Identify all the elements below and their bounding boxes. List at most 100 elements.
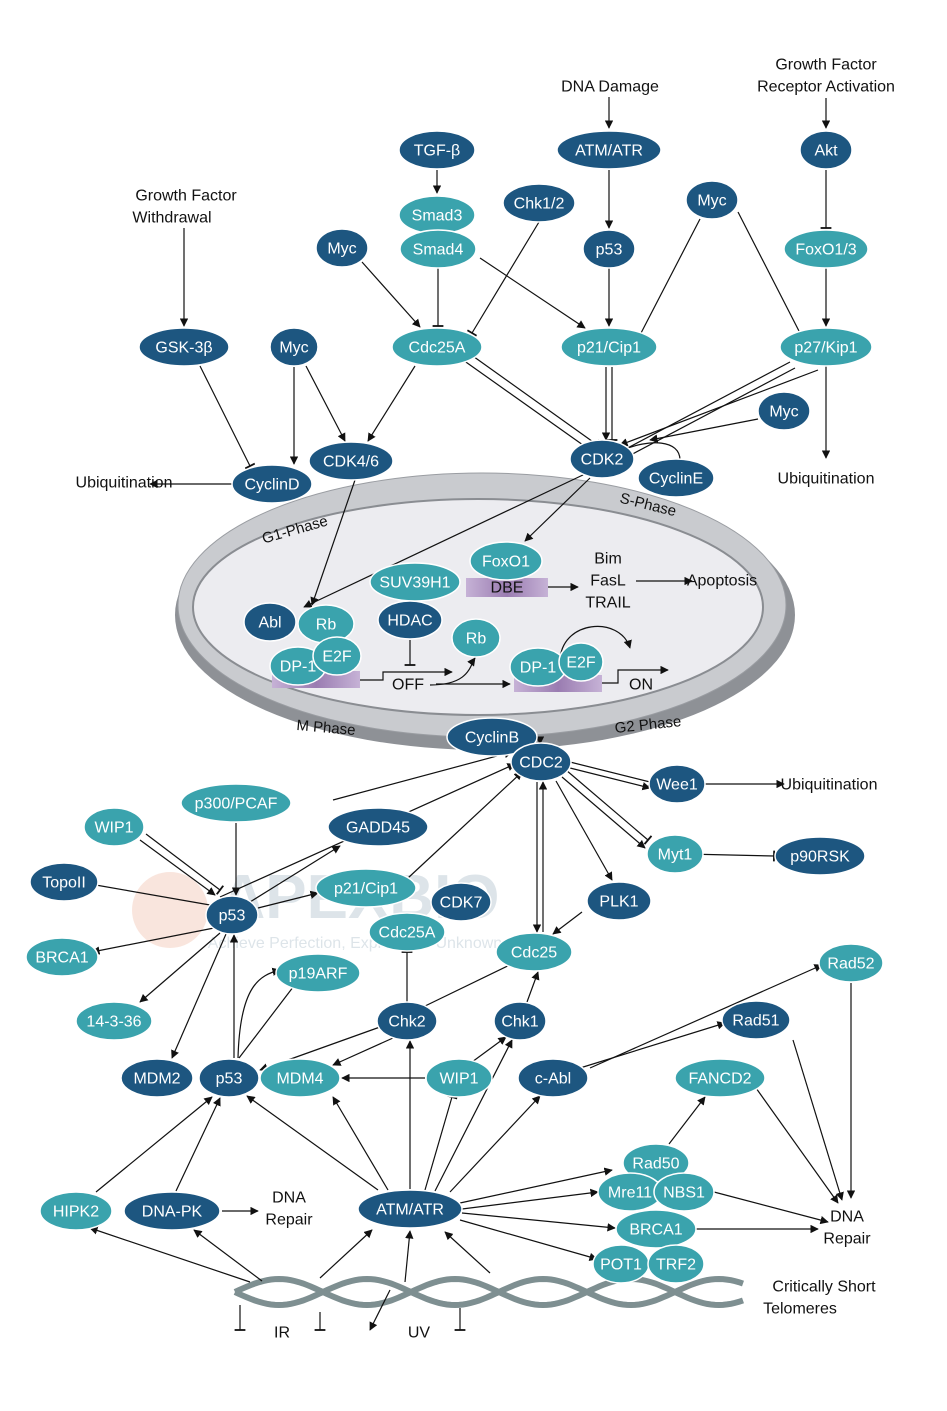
node-shape: [493, 1001, 547, 1041]
node-shape: [75, 1001, 153, 1041]
node-shape: [451, 618, 501, 658]
node-shape: [120, 1058, 194, 1098]
node-hdac: HDAC: [377, 600, 443, 640]
node-p21-cip1: p21/Cip1: [315, 868, 417, 908]
node-label: Myc: [769, 404, 798, 421]
promoter-flag: [360, 667, 453, 681]
node-shape: [637, 458, 715, 498]
dna-repair-2-line2: Repair: [823, 1231, 871, 1248]
node-e2f: E2F: [312, 636, 362, 676]
g2-phase-label: G2 Phase: [614, 713, 682, 737]
node-brca1: BRCA1: [615, 1209, 697, 1249]
node-p53: p53: [198, 1058, 260, 1098]
node-cdk2: CDK2: [569, 439, 635, 479]
node-label: FANCD2: [688, 1071, 751, 1088]
edge: [407, 771, 523, 879]
edge: [569, 767, 651, 791]
node-label: c-Abl: [535, 1071, 571, 1088]
node-pot1: POT1: [592, 1244, 650, 1284]
node-gsk-3: GSK-3β: [138, 327, 230, 367]
edge: [332, 749, 513, 801]
node-p90rsk: p90RSK: [774, 836, 866, 876]
dna-repair-2-line1: DNA: [830, 1209, 864, 1226]
node-chk1-2: Chk1/2: [502, 183, 576, 223]
node-smad3: Smad3: [398, 195, 476, 235]
node-shape: [779, 327, 873, 367]
edge: [193, 1229, 263, 1282]
node-e2f: E2F: [558, 642, 604, 682]
node-shape: [138, 327, 230, 367]
node-label: Wee1: [656, 777, 698, 794]
node-label: ATM/ATR: [575, 143, 643, 160]
node-wip1: WIP1: [83, 807, 145, 847]
edge: [310, 479, 356, 606]
node-p53: p53: [582, 229, 636, 269]
node-cdc25a: Cdc25A: [368, 912, 446, 952]
node-label: FoxO1/3: [795, 242, 856, 259]
node-label: Akt: [814, 143, 838, 160]
node-label: CDK4/6: [323, 454, 379, 471]
node-dp-1: DP-1: [509, 647, 567, 687]
dna-damage-label: DNA Damage: [561, 79, 659, 96]
node-shape: [774, 836, 866, 876]
edge: [552, 911, 583, 935]
node-label: MDM2: [133, 1071, 180, 1088]
node-cdc25a: Cdc25A: [391, 327, 483, 367]
node-shape: [315, 868, 417, 908]
node-mdm2: MDM2: [120, 1058, 194, 1098]
node-shape: [391, 327, 483, 367]
node-label: p19ARF: [289, 966, 348, 983]
uv-label: UV: [408, 1325, 431, 1342]
edge: [649, 418, 759, 443]
node-shape: [582, 229, 636, 269]
node-p53: p53: [205, 895, 259, 935]
node-p300-pcaf: p300/PCAF: [180, 783, 292, 823]
node-shape: [231, 464, 313, 504]
edge: [404, 1230, 414, 1283]
node-shape: [560, 327, 658, 367]
edge: [422, 954, 524, 1008]
node-nbs1: NBS1: [653, 1172, 715, 1212]
node-label: p53: [219, 908, 246, 925]
edge: [175, 1097, 221, 1192]
node-shape: [818, 943, 884, 983]
node-myc: Myc: [685, 180, 739, 220]
edge: [319, 1229, 373, 1279]
off-label: OFF: [392, 677, 424, 694]
edge: [367, 365, 416, 442]
node-shape: [25, 937, 99, 977]
node-myc: Myc: [315, 228, 369, 268]
edge: [303, 473, 586, 608]
node-myc: Myc: [269, 327, 319, 367]
edge: [565, 769, 653, 845]
node-topoii: TopoII: [29, 862, 99, 902]
edge: [257, 890, 319, 909]
node-plk1: PLK1: [586, 881, 652, 921]
telomeres-line2: Telomeres: [763, 1301, 837, 1318]
node-cdk4-6: CDK4/6: [308, 441, 394, 481]
node-label: DNA-PK: [142, 1204, 203, 1221]
node-label: BRCA1: [35, 950, 88, 967]
edge: [139, 932, 221, 1003]
node-shape: [430, 882, 492, 922]
edge: [619, 369, 819, 447]
node-shape: [469, 541, 543, 581]
edge: [589, 964, 823, 1069]
node-label: 14-3-36: [86, 1014, 141, 1031]
edge: [461, 1188, 599, 1210]
node-c-abl: c-Abl: [517, 1058, 589, 1098]
edge: [459, 1167, 613, 1204]
node-chk2: Chk2: [376, 1001, 438, 1041]
node-shape: [648, 764, 706, 804]
node-label: Rad51: [732, 1013, 779, 1030]
node-label: Smad4: [413, 242, 464, 259]
edge: [424, 1094, 458, 1191]
node-label: E2F: [566, 655, 596, 672]
node-shape: [275, 953, 361, 993]
edge: [139, 839, 216, 896]
node-shape: [799, 130, 853, 170]
ubiquitination-left-label: Ubiquitination: [76, 475, 173, 492]
node-14-3-36: 14-3-36: [75, 1001, 153, 1041]
